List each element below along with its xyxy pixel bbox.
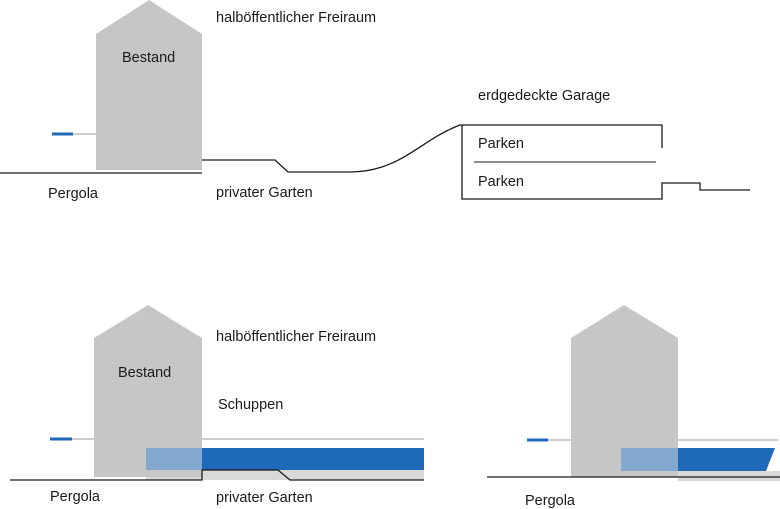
- bl-schuppen-label: Schuppen: [218, 397, 283, 413]
- top-bestand-label: Bestand: [122, 50, 175, 66]
- bl-existing-building: [94, 305, 202, 477]
- top-existing-building: [96, 0, 202, 170]
- bl-shed-overlap: [146, 448, 202, 470]
- top-freiraum-label: halböffentlicher Freiraum: [216, 10, 376, 26]
- br-pergola-overlap: [621, 448, 678, 471]
- top-garten-label: privater Garten: [216, 185, 313, 201]
- br-pergola-label: Pergola: [525, 493, 576, 509]
- top-garage-label: erdgedeckte Garage: [478, 88, 610, 104]
- br-existing-building: [571, 305, 678, 477]
- br-pergola-roof: [678, 448, 775, 471]
- bl-bestand-label: Bestand: [118, 365, 171, 381]
- bl-shed: [202, 448, 424, 470]
- top-parken-label-2: Parken: [478, 174, 524, 190]
- top-garage-box: [461, 125, 750, 200]
- bl-pergola-label: Pergola: [50, 489, 101, 505]
- br-ground-shadow: [678, 471, 780, 481]
- top-parken-label-1: Parken: [478, 136, 524, 152]
- bottom-left-section: Bestand halböffentlicher Freiraum Schupp…: [10, 305, 424, 506]
- bl-freiraum-label: halböffentlicher Freiraum: [216, 329, 376, 345]
- top-section: Bestand halböffentlicher Freiraum erdged…: [0, 0, 750, 202]
- bottom-right-section: Pergola: [487, 305, 780, 509]
- bl-ground-line: [10, 469, 424, 481]
- bl-garten-label: privater Garten: [216, 490, 313, 506]
- top-garden-terrain: [202, 124, 663, 173]
- top-pergola-label: Pergola: [48, 186, 99, 202]
